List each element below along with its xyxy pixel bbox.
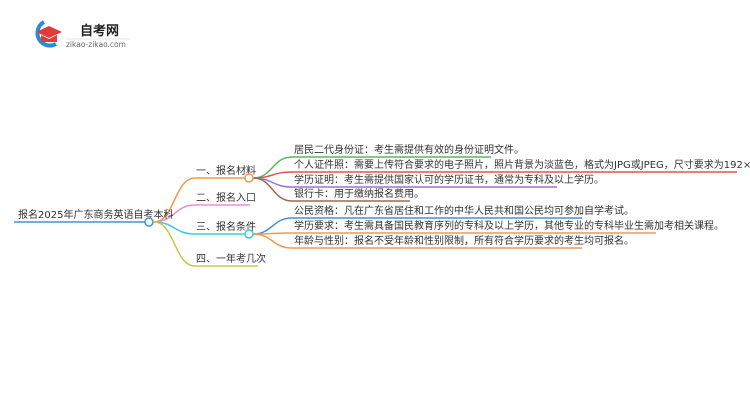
leaf-link bbox=[252, 177, 293, 202]
branch-node-2[interactable]: 二、报名入口 bbox=[196, 191, 256, 204]
leaf-link bbox=[252, 171, 293, 179]
leaf-node: 居民二代身份证：考生需提供有效的身份证明文件。 bbox=[294, 143, 524, 156]
branch-node-1[interactable]: 一、报名材料 bbox=[196, 164, 256, 177]
branch-link bbox=[153, 221, 196, 267]
logo: 自考网 zikao-zikao.com bbox=[35, 20, 130, 49]
collapse-toggle[interactable] bbox=[244, 173, 254, 183]
logo-subtitle: zikao-zikao.com bbox=[66, 40, 126, 49]
collapse-toggle[interactable] bbox=[244, 229, 254, 239]
leaf-node: 学历要求：考生需具备国民教育序列的专科及以上学历，其他专业的专科毕业生需加考相关… bbox=[294, 219, 724, 232]
leaf-node: 银行卡：用于缴纳报名费用。 bbox=[294, 187, 424, 200]
graduation-cap-icon bbox=[36, 26, 62, 42]
logo-title: 自考网 bbox=[80, 23, 119, 39]
root-node[interactable]: 报名2025年广东商务英语自考本科 bbox=[18, 208, 173, 221]
branch-node-3[interactable]: 三、报名条件 bbox=[196, 220, 256, 233]
leaf-link bbox=[252, 217, 293, 235]
logo-ring-icon bbox=[35, 20, 57, 48]
leaf-node: 公民资格：凡在广东省居住和工作的中华人民共和国公民均可参加自学考试。 bbox=[294, 204, 634, 217]
leaf-link bbox=[252, 233, 293, 249]
collapse-toggle[interactable] bbox=[144, 217, 154, 227]
leaf-node: 学历证明：考生需提供国家认可的学历证书，通常为专科及以上学历。 bbox=[294, 173, 604, 186]
branch-node-4[interactable]: 四、一年考几次 bbox=[196, 252, 266, 265]
leaf-node: 个人证件照：需要上传符合要求的电子照片，照片背景为淡蓝色，格式为JPG或JPEG… bbox=[294, 158, 750, 171]
leaf-node: 年龄与性别：报名不受年龄和性别限制，所有符合学历要求的考生均可报名。 bbox=[294, 234, 634, 247]
